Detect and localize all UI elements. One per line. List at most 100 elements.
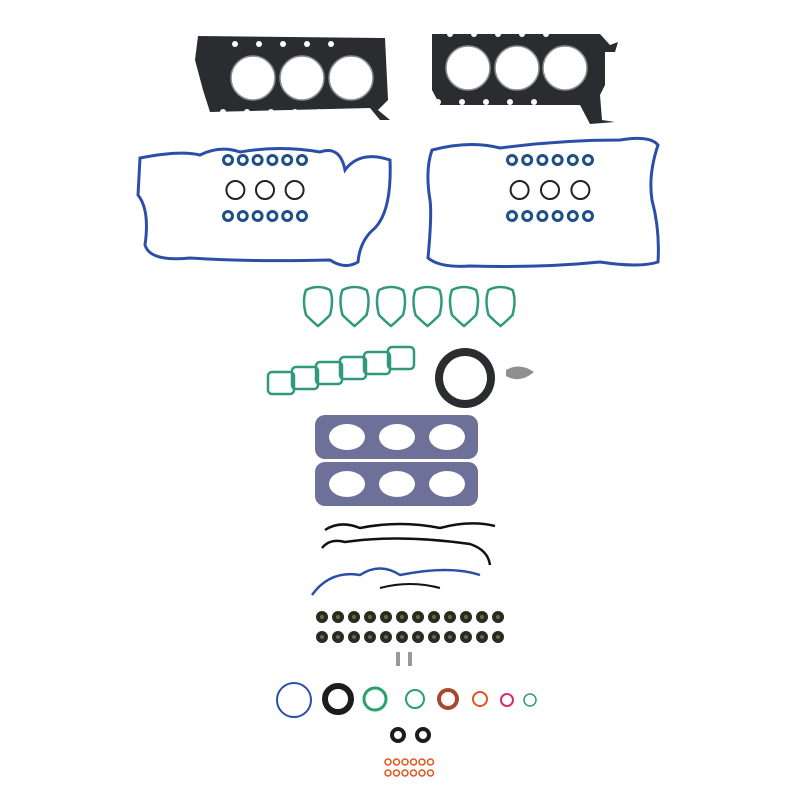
valve-stem-seal-hole <box>336 635 340 639</box>
o-ring <box>284 180 305 200</box>
bolt-hole <box>256 41 262 47</box>
exhaust-port <box>329 471 365 497</box>
small-o-ring <box>426 769 435 777</box>
throttle-bore <box>443 356 487 400</box>
timing-cover-seal <box>321 537 492 566</box>
bolt-hole <box>447 31 453 37</box>
spark-plug-tube-seal <box>506 210 518 222</box>
valve-stem-seal-hole <box>464 615 468 619</box>
small-o-ring <box>426 758 435 766</box>
valve-stem-seal-hole <box>336 615 340 619</box>
dowel-pin <box>396 652 400 666</box>
bolt-hole <box>495 31 501 37</box>
bolt-hole <box>471 31 477 37</box>
intake-manifold-gasket <box>375 285 407 328</box>
intake-manifold-gasket <box>302 285 334 328</box>
bolt-hole <box>519 31 525 37</box>
valve-stem-seal-hole <box>352 635 356 639</box>
valve-stem-seal-hole <box>496 615 500 619</box>
bolt-hole <box>316 109 322 115</box>
o-ring-seal <box>276 682 312 718</box>
bolt-hole <box>304 41 310 47</box>
plenum-gasket-port <box>290 365 320 391</box>
spark-plug-tube-seal <box>251 154 264 166</box>
cylinder-bore <box>445 45 491 91</box>
timing-cover-seal <box>324 522 496 532</box>
spark-plug-tube-seal <box>281 154 294 166</box>
cam-seal <box>415 727 431 743</box>
valve-stem-seal-hole <box>448 615 452 619</box>
plenum-gasket-port <box>386 345 416 371</box>
spark-plug-tube-seal <box>551 154 564 166</box>
dowel-pin <box>408 652 412 666</box>
o-ring <box>570 180 591 200</box>
valve-cover-gasket-1 <box>136 147 392 267</box>
o-ring <box>225 180 246 200</box>
cylinder-bore <box>494 45 540 91</box>
spark-plug-tube-seal <box>222 210 234 222</box>
bolt-hole <box>543 31 549 37</box>
bolt-hole <box>435 99 441 105</box>
spark-plug-tube-seal <box>236 154 249 166</box>
valve-cover-gasket-2 <box>426 136 660 268</box>
egr-gasket <box>506 366 534 380</box>
spark-plug-tube-seal <box>251 210 264 222</box>
cylinder-bore <box>279 55 325 101</box>
spark-plug-tube-seal <box>536 154 549 166</box>
valve-stem-seal-hole <box>400 615 404 619</box>
valve-stem-seal-hole <box>384 635 388 639</box>
valve-stem-seal-hole <box>400 635 404 639</box>
bolt-hole <box>292 109 298 115</box>
bolt-hole <box>244 109 250 115</box>
cam-seal <box>390 727 406 743</box>
exhaust-port <box>379 424 415 450</box>
valve-stem-seal-hole <box>448 635 452 639</box>
o-ring <box>255 180 275 200</box>
spark-plug-tube-seal <box>506 154 518 166</box>
spark-plug-tube-seal <box>281 210 294 222</box>
o-ring-seal <box>362 686 388 712</box>
spark-plug-tube-seal <box>296 154 308 166</box>
valve-stem-seal-hole <box>432 635 436 639</box>
small-seal <box>379 583 441 589</box>
valve-stem-seal-hole <box>416 615 420 619</box>
spark-plug-tube-seal <box>266 210 279 222</box>
valve-stem-seal-hole <box>496 635 500 639</box>
o-ring <box>509 180 530 200</box>
bolt-hole <box>531 99 537 105</box>
cylinder-bore <box>230 55 276 101</box>
valve-stem-seal-hole <box>464 635 468 639</box>
intake-manifold-gasket <box>485 285 516 328</box>
valve-stem-seal-hole <box>320 635 324 639</box>
intake-manifold-gasket <box>339 285 370 328</box>
valve-stem-seal-hole <box>368 635 372 639</box>
bolt-hole <box>459 99 465 105</box>
valve-stem-seal-hole <box>384 615 388 619</box>
exhaust-port <box>379 471 415 497</box>
intake-manifold-gasket <box>448 285 480 328</box>
plenum-gasket-port <box>266 370 296 396</box>
bolt-hole <box>507 99 513 105</box>
small-o-ring <box>401 769 409 777</box>
bolt-hole <box>483 99 489 105</box>
o-ring-seal <box>472 691 488 707</box>
small-o-ring <box>409 758 418 766</box>
bolt-hole <box>232 41 238 47</box>
small-o-ring <box>392 769 401 777</box>
o-ring-seal <box>523 693 537 707</box>
exhaust-port <box>329 424 365 450</box>
o-ring-seal <box>322 683 354 715</box>
spark-plug-tube-seal <box>222 154 234 166</box>
o-ring <box>540 180 560 200</box>
o-ring-seal <box>405 689 425 709</box>
small-o-ring <box>418 758 426 766</box>
valve-stem-seal-hole <box>480 615 484 619</box>
bolt-hole <box>280 41 286 47</box>
valve-stem-seal-hole <box>352 615 356 619</box>
bolt-hole <box>220 109 226 115</box>
spark-plug-tube-seal <box>551 210 564 222</box>
valve-stem-seal-hole <box>320 615 324 619</box>
spark-plug-tube-seal <box>566 154 579 166</box>
front-cover-gasket <box>310 567 481 596</box>
